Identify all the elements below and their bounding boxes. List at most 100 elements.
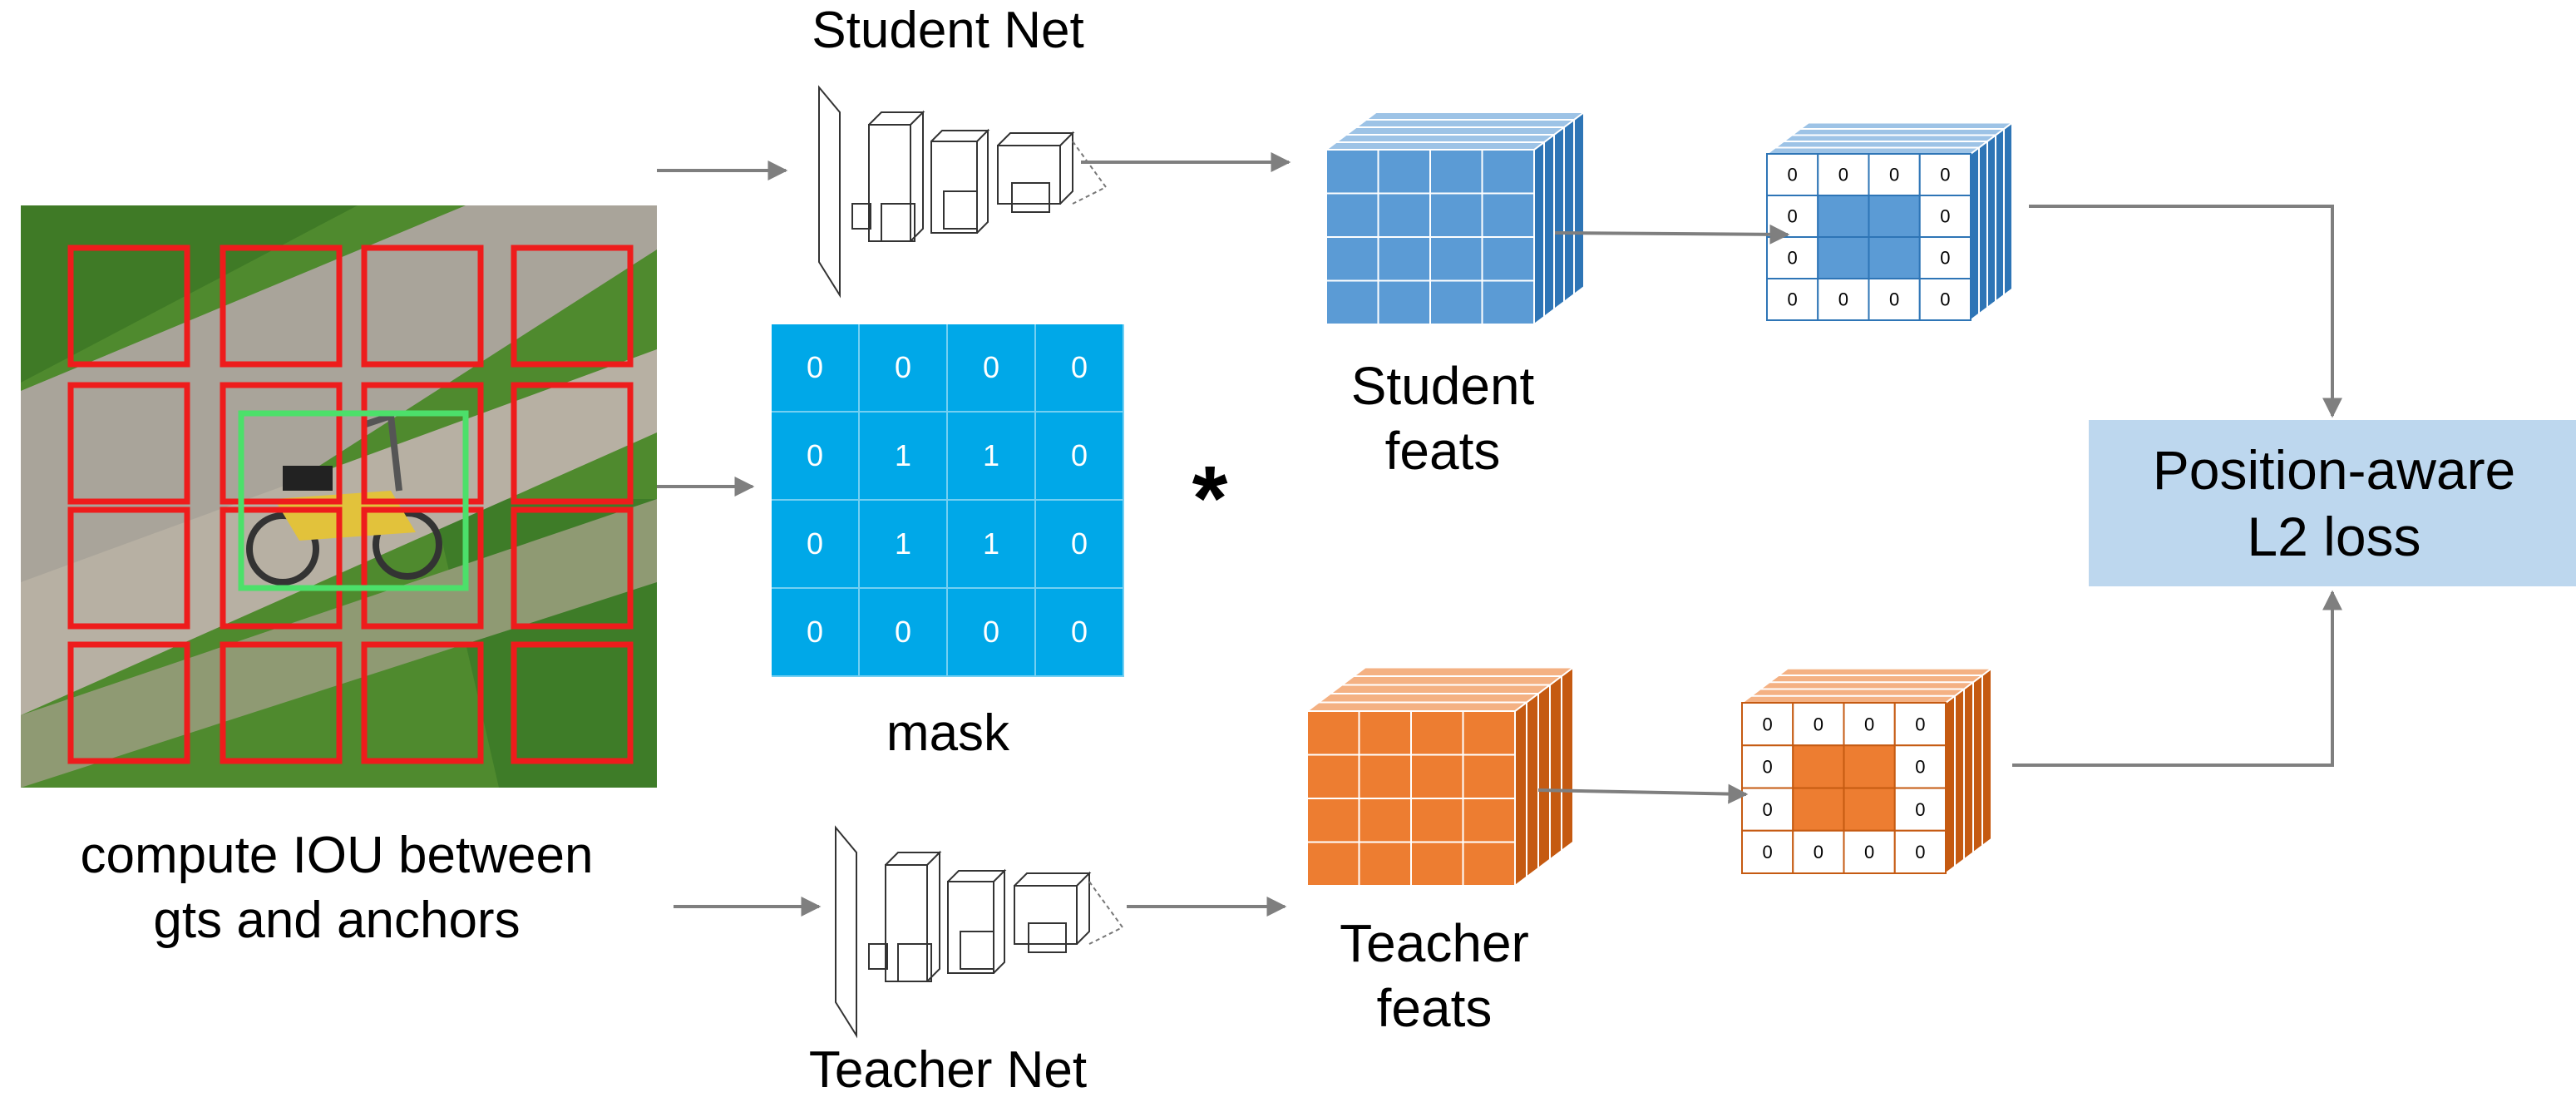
masked-cell-value: 0 [1940,248,1950,269]
feature-cell [1868,195,1921,238]
anchor-box [67,245,190,368]
feature-cell [1462,798,1516,843]
feature-cell [1843,744,1896,789]
masked-cell-value: 0 [1814,714,1823,734]
student-net-label: Student Net [812,2,1084,59]
mask-cell: 0 [1036,589,1124,677]
feature-cell [1358,710,1412,756]
masked-cell-value: 0 [1940,165,1950,185]
feature-cell [1817,195,1870,238]
masked-cell-value: 0 [1763,799,1773,820]
anchor-box [511,382,634,505]
teacher-feats-line2: feats [1376,978,1493,1038]
iou-caption: compute IOU between gts and anchors [4,823,669,953]
feature-cell [1377,236,1431,282]
teacher-feats-line1: Teacher [1340,913,1529,973]
feature-cell [1918,195,1971,238]
mask-cell: 1 [948,501,1036,589]
mask-cell: 0 [1036,413,1124,501]
masked-cell-value: 0 [1915,799,1925,820]
masked-cell-value: 0 [1915,757,1925,778]
loss-box: Position-aware L2 loss [2089,420,2576,586]
feature-cell [1325,149,1379,195]
anchor-box [361,641,484,764]
feature-cell [1306,710,1360,756]
feature-cell [1792,744,1845,789]
masked-cell-value: 0 [1788,289,1798,310]
anchor-box [67,641,190,764]
arrow-student-mask [1554,224,1790,245]
mask-cell: 0 [772,589,860,677]
loss-title-line1: Position-aware [2152,439,2516,501]
masked-cell-value: 0 [1788,206,1798,227]
feature-cell [1306,798,1360,843]
masked-cell-value: 0 [1915,842,1925,862]
masked-cell-value: 0 [1940,206,1950,227]
feature-cell [1410,754,1464,799]
student-net-icon [818,85,1108,299]
mask-cell: 0 [1036,501,1124,589]
feature-cell [1358,841,1412,887]
ground-truth-box [238,410,469,591]
teacher-feats-cube [1305,665,1576,887]
anchor-box [220,382,343,505]
mask-cell: 0 [948,589,1036,677]
mask-label: mask [886,704,1010,762]
anchor-box [67,382,190,505]
masked-cell-value: 0 [1763,842,1773,862]
feature-cell [1817,278,1870,321]
feature-cell [1358,798,1412,843]
arrow-student-to-loss [2029,205,2342,418]
mask-cell: 1 [860,501,948,589]
mask-cell: 0 [860,589,948,677]
feature-cell [1918,278,1971,321]
feature-cell [1410,710,1464,756]
masked-cell-value: 0 [1763,757,1773,778]
feature-cell [1893,702,1947,747]
feature-cell [1817,236,1870,279]
feature-cell [1377,149,1431,195]
feature-cell [1766,278,1819,321]
feature-cell [1868,236,1921,279]
masked-cell-value: 0 [1864,714,1874,734]
feature-cell [1358,754,1412,799]
feature-cell [1377,279,1431,325]
iou-caption-line1: compute IOU between [80,827,594,884]
feature-cell [1481,236,1535,282]
student-feats-label: Student feats [1285,353,1601,483]
masked-cell-value: 0 [1940,289,1950,310]
student-feats-line1: Student [1350,356,1535,416]
feature-cell [1325,192,1379,238]
anchor-box [220,507,343,630]
mask-cell: 1 [860,413,948,501]
feature-cell [1325,279,1379,325]
teacher-net-label: Teacher Net [808,1041,1088,1099]
anchor-box [67,507,190,630]
student-feats-cube [1324,111,1587,326]
student-feats-line2: feats [1384,421,1501,481]
arrow-teacher-to-loss [2012,590,2342,767]
masked-cell-value: 0 [1889,165,1899,185]
arrows [657,152,2342,917]
feature-cell [1817,153,1870,196]
feature-cell [1325,236,1379,282]
feature-cell [1843,829,1896,874]
feature-cell [1429,192,1483,238]
masked-cell-value: 0 [1763,714,1773,734]
feature-cell [1792,787,1845,832]
masked-cell-value: 0 [1838,289,1848,310]
feature-cell [1843,702,1896,747]
feature-cell [1741,744,1794,789]
feature-cell [1377,192,1431,238]
anchor-box [361,507,484,630]
feature-cell [1481,279,1535,325]
masked-cell-value: 0 [1889,289,1899,310]
mask-cell: 0 [860,324,948,413]
feature-cell [1410,798,1464,843]
masked-cell-value: 0 [1915,714,1925,734]
anchor-box [361,382,484,505]
anchor-box-grid [67,245,634,764]
